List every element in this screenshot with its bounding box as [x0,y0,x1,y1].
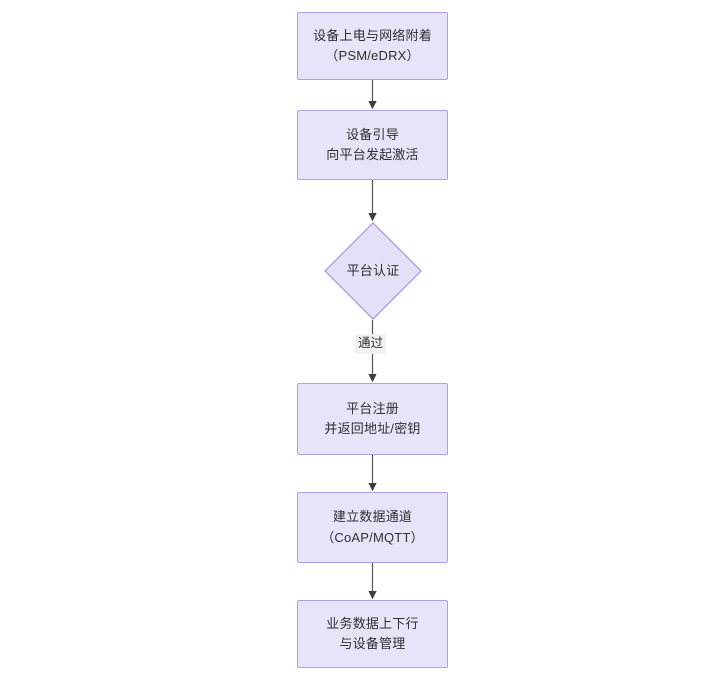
node-platform-register[interactable]: 平台注册 并返回地址/密钥 [297,383,448,455]
node-platform-auth-decision[interactable]: 平台认证 [324,222,422,320]
node-label: 建立数据通道 （CoAP/MQTT） [321,509,424,545]
node-label: 业务数据上下行 与设备管理 [326,615,419,651]
diamond-shape-icon [324,222,422,320]
edge-label-pass: 通过 [355,334,387,354]
node-device-power-on[interactable]: 设备上电与网络附着 （PSM/eDRX） [297,12,448,80]
node-business-data-and-device-management[interactable]: 业务数据上下行 与设备管理 [297,600,448,668]
node-label: 平台认证 [346,262,400,278]
node-device-bootstrap[interactable]: 设备引导 向平台发起激活 [297,110,448,180]
node-label: 设备引导 向平台发起激活 [326,126,419,162]
node-label: 平台注册 并返回地址/密钥 [324,400,421,436]
node-label: 设备上电与网络附着 （PSM/eDRX） [313,27,432,63]
node-establish-data-channel[interactable]: 建立数据通道 （CoAP/MQTT） [297,492,448,563]
